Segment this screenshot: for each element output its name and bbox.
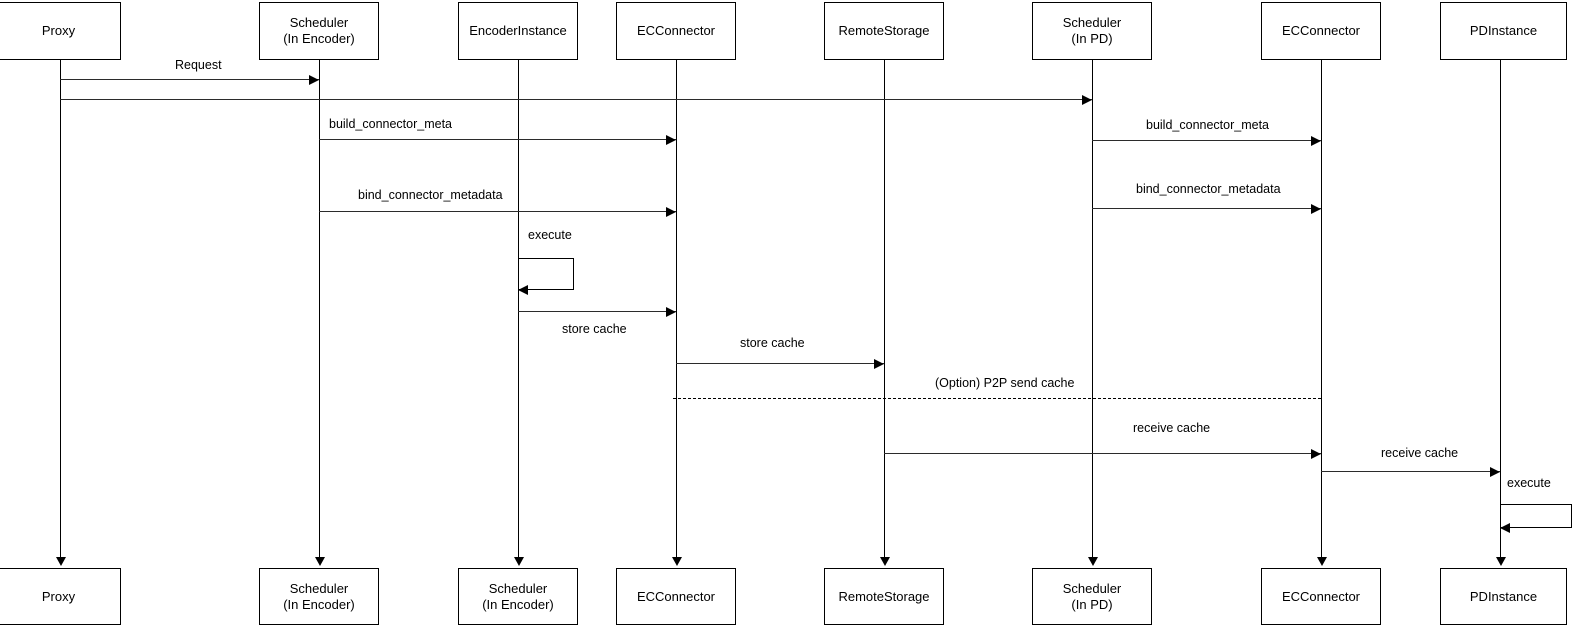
message-line-m11[interactable]	[884, 453, 1321, 454]
message-line-m12[interactable]	[1321, 471, 1500, 472]
message-label-m10: (Option) P2P send cache	[935, 376, 1075, 390]
lifeline-end-arrow-proxy	[56, 557, 66, 566]
participant-label-line2: (In PD)	[1071, 31, 1113, 46]
lifeline-remote_storage	[884, 60, 885, 558]
arrowhead-m13	[1500, 523, 1510, 533]
participant-label-line1: Scheduler	[1062, 15, 1122, 30]
message-label-m13: execute	[1507, 476, 1551, 490]
participant-label-line1: PDInstance	[1469, 23, 1538, 38]
participant-label-line1: Scheduler	[488, 580, 548, 596]
lifeline-end-arrow-encoder_inst	[514, 557, 524, 566]
participant-label-line1: Scheduler	[1062, 580, 1122, 596]
participant-label-line2: (In Encoder)	[482, 596, 554, 612]
participant-label-line1: ECConnector	[636, 23, 716, 38]
participant-header-pd_instance[interactable]: PDInstance	[1440, 2, 1567, 60]
arrowhead-m4	[1311, 136, 1321, 146]
participant-label-line1: Scheduler	[289, 15, 349, 30]
arrowhead-m11	[1311, 449, 1321, 459]
message-line-m9[interactable]	[676, 363, 884, 364]
lifeline-end-arrow-pd_instance	[1496, 557, 1506, 566]
message-label-m1: Request	[175, 58, 222, 72]
lifeline-ecconn_pd	[1321, 60, 1322, 558]
participant-label-line2: (In Encoder)	[283, 31, 355, 46]
lifeline-sched_enc	[319, 60, 320, 558]
lifeline-sched_pd	[1092, 60, 1093, 558]
message-line-m5[interactable]	[319, 211, 676, 212]
message-line-m1[interactable]	[60, 79, 319, 80]
lifeline-end-arrow-ecconn_enc	[672, 557, 682, 566]
participant-label-line1: RemoteStorage	[838, 588, 930, 604]
lifeline-end-arrow-sched_pd	[1088, 557, 1098, 566]
participant-header-remote_storage[interactable]: RemoteStorage	[824, 2, 944, 60]
arrowhead-m8	[666, 307, 676, 317]
arrowhead-m12	[1490, 467, 1500, 477]
message-label-m12: receive cache	[1381, 446, 1459, 460]
message-label-m4: build_connector_meta	[1146, 118, 1269, 132]
lifeline-end-arrow-remote_storage	[880, 557, 890, 566]
participant-footer-proxy[interactable]: Proxy	[0, 568, 121, 625]
participant-header-ecconn_pd[interactable]: ECConnector	[1261, 2, 1381, 60]
participant-label-line1: ECConnector	[1281, 588, 1361, 604]
participant-label-line2: (In Encoder)	[283, 596, 355, 612]
participant-header-encoder_inst[interactable]: EncoderInstance	[458, 2, 578, 60]
participant-footer-sched_pd[interactable]: Scheduler(In PD)	[1032, 568, 1152, 625]
lifeline-ecconn_enc	[676, 60, 677, 558]
participant-label-line2: (In PD)	[1071, 596, 1113, 612]
participant-label-line1: EncoderInstance	[469, 23, 567, 38]
participant-label-line1: ECConnector	[1281, 23, 1361, 38]
arrowhead-m3	[666, 135, 676, 145]
message-label-m7: execute	[528, 228, 572, 242]
participant-label-line1: Proxy	[41, 588, 76, 604]
participant-footer-pd_instance[interactable]: PDInstance	[1440, 568, 1567, 625]
message-label-m6: bind_connector_metadata	[1136, 182, 1281, 196]
participant-footer-ecconn_enc[interactable]: ECConnector	[616, 568, 736, 625]
lifeline-end-arrow-sched_enc	[315, 557, 325, 566]
participant-label-line1: PDInstance	[1469, 588, 1538, 604]
message-line-m6[interactable]	[1092, 208, 1321, 209]
participant-label-line1: Scheduler	[289, 580, 349, 596]
participant-header-proxy[interactable]: Proxy	[0, 2, 121, 60]
participant-footer-ecconn_pd[interactable]: ECConnector	[1261, 568, 1381, 625]
message-line-m10[interactable]	[673, 398, 1321, 399]
self-message-m7[interactable]	[518, 258, 574, 290]
message-label-m11: receive cache	[1133, 421, 1211, 435]
message-line-m2[interactable]	[60, 99, 1092, 100]
message-line-m4[interactable]	[1092, 140, 1321, 141]
message-label-m8: store cache	[562, 322, 627, 336]
message-line-m8[interactable]	[518, 311, 676, 312]
participant-label-line1: Proxy	[41, 23, 76, 38]
message-line-m3[interactable]	[319, 139, 676, 140]
arrowhead-m1	[309, 75, 319, 85]
participant-footer-sched_enc[interactable]: Scheduler(In Encoder)	[259, 568, 379, 625]
participant-label-line1: RemoteStorage	[838, 23, 930, 38]
message-label-m5: bind_connector_metadata	[358, 188, 503, 202]
self-message-m13[interactable]	[1500, 504, 1572, 528]
arrowhead-m6	[1311, 204, 1321, 214]
arrowhead-m2	[1082, 95, 1092, 105]
participant-header-sched_enc[interactable]: Scheduler(In Encoder)	[259, 2, 379, 60]
lifeline-pd_instance	[1500, 60, 1501, 558]
message-label-m3: build_connector_meta	[329, 117, 452, 131]
participant-footer-encoder_inst[interactable]: Scheduler(In Encoder)	[458, 568, 578, 625]
lifeline-proxy	[60, 60, 61, 558]
arrowhead-m5	[666, 207, 676, 217]
arrowhead-m7	[518, 285, 528, 295]
participant-header-ecconn_enc[interactable]: ECConnector	[616, 2, 736, 60]
message-label-m9: store cache	[740, 336, 805, 350]
arrowhead-m9	[874, 359, 884, 369]
participant-label-line1: ECConnector	[636, 588, 716, 604]
lifeline-end-arrow-ecconn_pd	[1317, 557, 1327, 566]
participant-footer-remote_storage[interactable]: RemoteStorage	[824, 568, 944, 625]
participant-header-sched_pd[interactable]: Scheduler(In PD)	[1032, 2, 1152, 60]
lifeline-encoder_inst	[518, 60, 519, 558]
